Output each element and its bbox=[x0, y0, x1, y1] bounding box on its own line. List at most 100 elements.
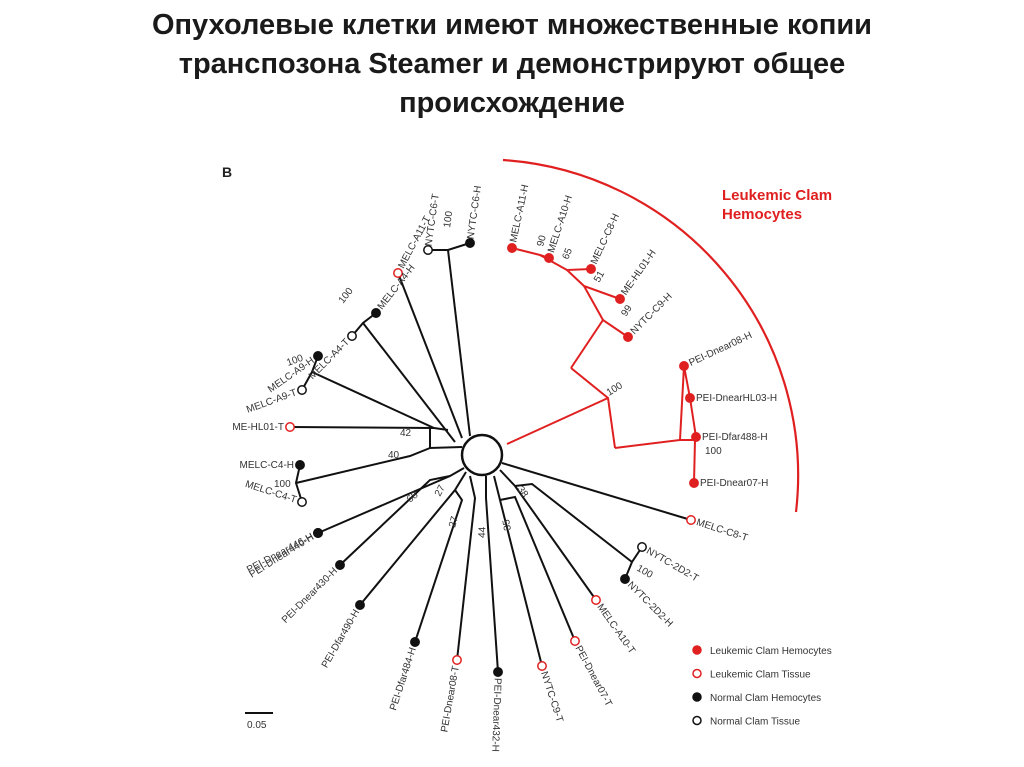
leaf-label: PEI-Dfar484-H bbox=[388, 646, 419, 712]
leaf-label: MELC-A4-T bbox=[307, 337, 352, 382]
legend-label: Leukemic Clam Hemocytes bbox=[710, 646, 832, 657]
leaf-label: NYTC-C6-H bbox=[466, 185, 484, 240]
leaf-node bbox=[313, 351, 323, 361]
support-value: 99 bbox=[619, 303, 635, 319]
branch bbox=[289, 426, 435, 429]
leaf-label: PEI-Dfar488-H bbox=[702, 432, 768, 443]
panel-label: B bbox=[222, 164, 232, 180]
support-value: 100 bbox=[705, 446, 722, 457]
leaf-node bbox=[615, 294, 625, 304]
leaf-label: MELC-C8-H bbox=[589, 212, 622, 266]
branch bbox=[581, 284, 621, 321]
leaf-node bbox=[620, 574, 630, 584]
clade-arc bbox=[502, 158, 800, 513]
black-branches bbox=[289, 242, 692, 673]
leaf-node bbox=[586, 264, 596, 274]
leaf-label: NYTC-2D2-T bbox=[644, 546, 700, 585]
legend-marker bbox=[692, 692, 702, 702]
branch bbox=[499, 495, 576, 642]
leaf-label: PEI-Dnear440-H bbox=[248, 532, 317, 581]
branch bbox=[339, 475, 451, 566]
branch bbox=[397, 272, 463, 439]
leaf-label: MELC-A10-T bbox=[595, 602, 637, 656]
root-circle bbox=[460, 433, 504, 477]
leaf-node bbox=[685, 393, 695, 403]
leaf-label: NYTC-2D2-H bbox=[625, 580, 675, 630]
leaf-node bbox=[297, 497, 307, 507]
leaf-label: MELC-C8-T bbox=[695, 517, 749, 544]
branch bbox=[614, 365, 697, 449]
title-line-2: транспозона Steamer и демонстрируют обще… bbox=[178, 48, 846, 80]
leaf-node bbox=[295, 460, 305, 470]
leaf-node bbox=[679, 361, 689, 371]
branch bbox=[624, 546, 643, 580]
leaf-node bbox=[570, 636, 580, 646]
leaf-node bbox=[410, 637, 420, 647]
leaf-node bbox=[507, 243, 517, 253]
leaf-nodes: NYTC-C6-HNYTC-C6-TMELC-A11-TMELC-A4-HMEL… bbox=[232, 184, 777, 752]
leaf-node bbox=[355, 600, 365, 610]
branch bbox=[447, 249, 471, 437]
branch bbox=[501, 462, 692, 521]
leaf-label: PEI-Dnear07-H bbox=[700, 478, 768, 489]
leaf-node bbox=[544, 253, 554, 263]
leaf-node bbox=[335, 560, 345, 570]
support-value: 65 bbox=[561, 246, 576, 261]
branch bbox=[680, 439, 697, 484]
legend-marker bbox=[692, 715, 702, 726]
leaf-label: ME-HL01-H bbox=[619, 248, 658, 298]
branch bbox=[351, 312, 377, 337]
slide-title: Опухолевые клетки имеют множественные ко… bbox=[60, 6, 964, 123]
leaf-label: MELC-C4-H bbox=[240, 460, 294, 471]
leaf-label: PEI-Dnear08-H bbox=[687, 330, 754, 369]
leaf-node bbox=[452, 655, 462, 665]
branch bbox=[301, 355, 319, 391]
legend-label: Leukemic Clam Tissue bbox=[710, 670, 811, 681]
leaf-label: PEI-Dnear430-H bbox=[280, 566, 340, 626]
leaf-label: NYTC-C9-H bbox=[629, 291, 675, 337]
support-value: 27 bbox=[447, 515, 461, 529]
support-value: 100 bbox=[605, 380, 625, 398]
branch bbox=[295, 447, 431, 484]
branch bbox=[506, 397, 609, 445]
leaf-node bbox=[493, 667, 503, 677]
leaf-node bbox=[465, 238, 475, 248]
leaf-node bbox=[591, 595, 601, 605]
legend-label: Normal Clam Hemocytes bbox=[710, 693, 821, 704]
leaf-label: PEI-DnearHL03-H bbox=[696, 393, 777, 404]
support-value: 100 bbox=[635, 563, 655, 581]
leaf-node bbox=[423, 245, 433, 255]
clade-label-line-2: Hemocytes bbox=[722, 206, 802, 223]
leaf-label: PEI-Dnear07-T bbox=[573, 644, 614, 709]
branch bbox=[428, 242, 471, 251]
scale-label: 0.05 bbox=[247, 720, 267, 731]
leaf-node bbox=[297, 385, 307, 395]
branch bbox=[311, 371, 449, 431]
leaf-label: MELC-A11-H bbox=[508, 184, 531, 244]
branch bbox=[362, 322, 456, 443]
support-value: 44 bbox=[477, 526, 488, 538]
legend-marker bbox=[692, 645, 702, 655]
clade-label-line-1: Leukemic Clam bbox=[722, 187, 832, 204]
branch bbox=[499, 469, 597, 601]
leaf-label: PEI-Dnear08-T bbox=[439, 665, 462, 733]
title-line-1: Опухолевые клетки имеют множественные ко… bbox=[151, 9, 872, 41]
leaf-node bbox=[371, 308, 381, 318]
title-line-3: происхождение bbox=[399, 87, 625, 119]
branch bbox=[414, 489, 464, 643]
branch bbox=[485, 476, 499, 673]
leaf-node bbox=[623, 332, 633, 342]
branch bbox=[570, 318, 629, 369]
leaf-label: MELC-A10-H bbox=[546, 194, 575, 254]
legend-label: Normal Clam Tissue bbox=[710, 717, 800, 728]
leaf-label: PEI-Dnear432-H bbox=[489, 678, 503, 752]
leaf-node bbox=[393, 268, 403, 278]
leaf-node bbox=[686, 515, 696, 525]
leaf-node bbox=[347, 331, 357, 341]
support-value: 100 bbox=[442, 210, 455, 228]
support-value: 100 bbox=[274, 479, 291, 490]
support-value: 35 bbox=[501, 518, 514, 531]
branch bbox=[570, 367, 616, 449]
